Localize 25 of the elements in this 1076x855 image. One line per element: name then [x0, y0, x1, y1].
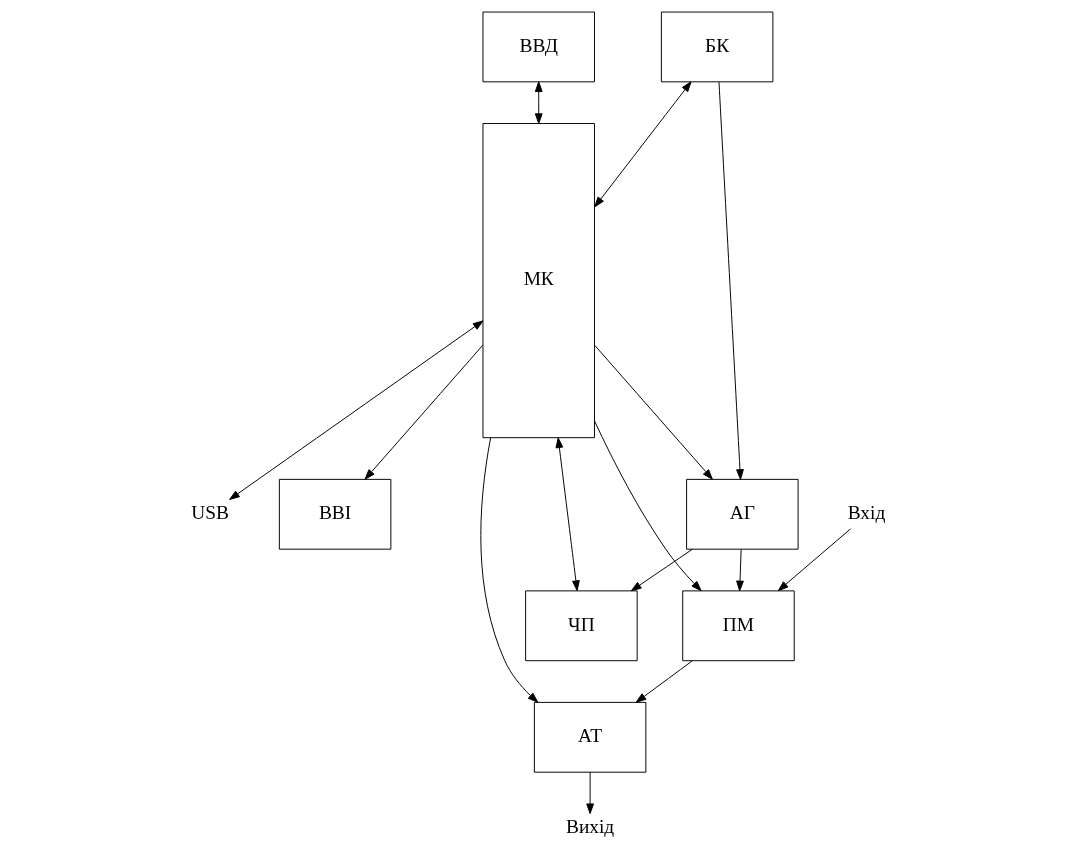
arrow — [586, 771, 594, 815]
node-box: АТ — [533, 701, 647, 773]
arrow — [555, 437, 580, 592]
node-text: Вихід — [566, 816, 615, 838]
arrow — [534, 81, 543, 124]
node-box: ЧП — [525, 590, 638, 662]
arrow — [364, 344, 484, 480]
arrow — [594, 420, 702, 592]
arrow — [480, 437, 539, 703]
node-text: USB — [191, 502, 229, 524]
arrow — [718, 81, 744, 480]
node-box: ПМ — [682, 590, 795, 662]
node-box: БК — [660, 11, 774, 83]
node-box: МК — [482, 123, 595, 439]
node-box: ВВД — [482, 11, 595, 83]
arrow — [594, 81, 692, 208]
node-box: ВВІ — [278, 478, 392, 550]
node-box: АГ — [686, 478, 799, 550]
arrow — [630, 548, 693, 592]
arrow — [736, 548, 744, 592]
node-text: Вхід — [847, 502, 886, 524]
arrow — [594, 344, 713, 480]
arrow — [777, 528, 851, 592]
arrow — [635, 660, 693, 703]
arrow — [229, 320, 484, 500]
